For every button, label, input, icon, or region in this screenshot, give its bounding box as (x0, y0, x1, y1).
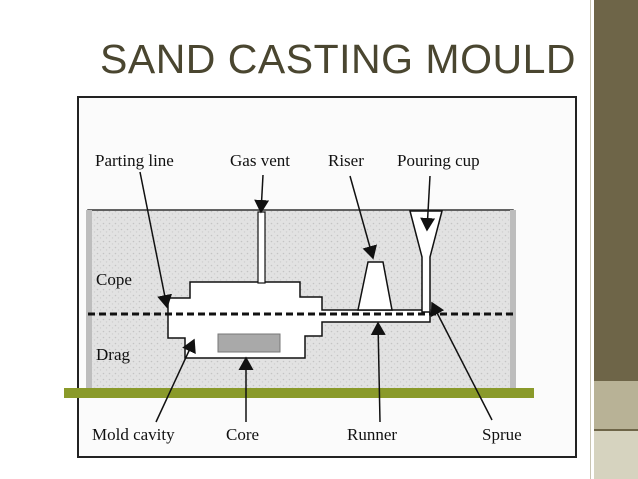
theme-accent-square-2 (594, 431, 638, 479)
gas-vent (257, 211, 266, 284)
core (217, 333, 281, 353)
riser (357, 261, 393, 311)
label-cope: Cope (96, 270, 132, 289)
slide-divider-line (590, 0, 591, 479)
label-sprue: Sprue (482, 425, 522, 444)
label-parting-line: Parting line (95, 151, 174, 170)
flask-right-wall (510, 210, 516, 390)
theme-accent-square-1 (594, 381, 638, 429)
sprue-arrow (430, 301, 493, 421)
flask-left-wall (86, 210, 92, 390)
label-runner: Runner (347, 425, 397, 444)
label-core: Core (226, 425, 259, 444)
pouring-cup-arrow (420, 175, 436, 232)
parting-line-arrow (139, 171, 173, 309)
label-drag: Drag (96, 345, 130, 364)
slide-title: SAND CASTING MOULD (100, 36, 576, 82)
runner-arrow (370, 321, 386, 423)
pouring-cup-and-sprue (409, 210, 443, 313)
label-pouring-cup: Pouring cup (397, 151, 480, 170)
label-riser: Riser (328, 151, 364, 170)
mold-cavity-arrow (155, 338, 196, 423)
label-gas-vent: Gas vent (230, 151, 290, 170)
ground-bar (64, 388, 534, 398)
riser-arrow (349, 175, 377, 260)
gas-vent-arrow (254, 174, 270, 214)
label-mold-cavity: Mold cavity (92, 425, 175, 444)
